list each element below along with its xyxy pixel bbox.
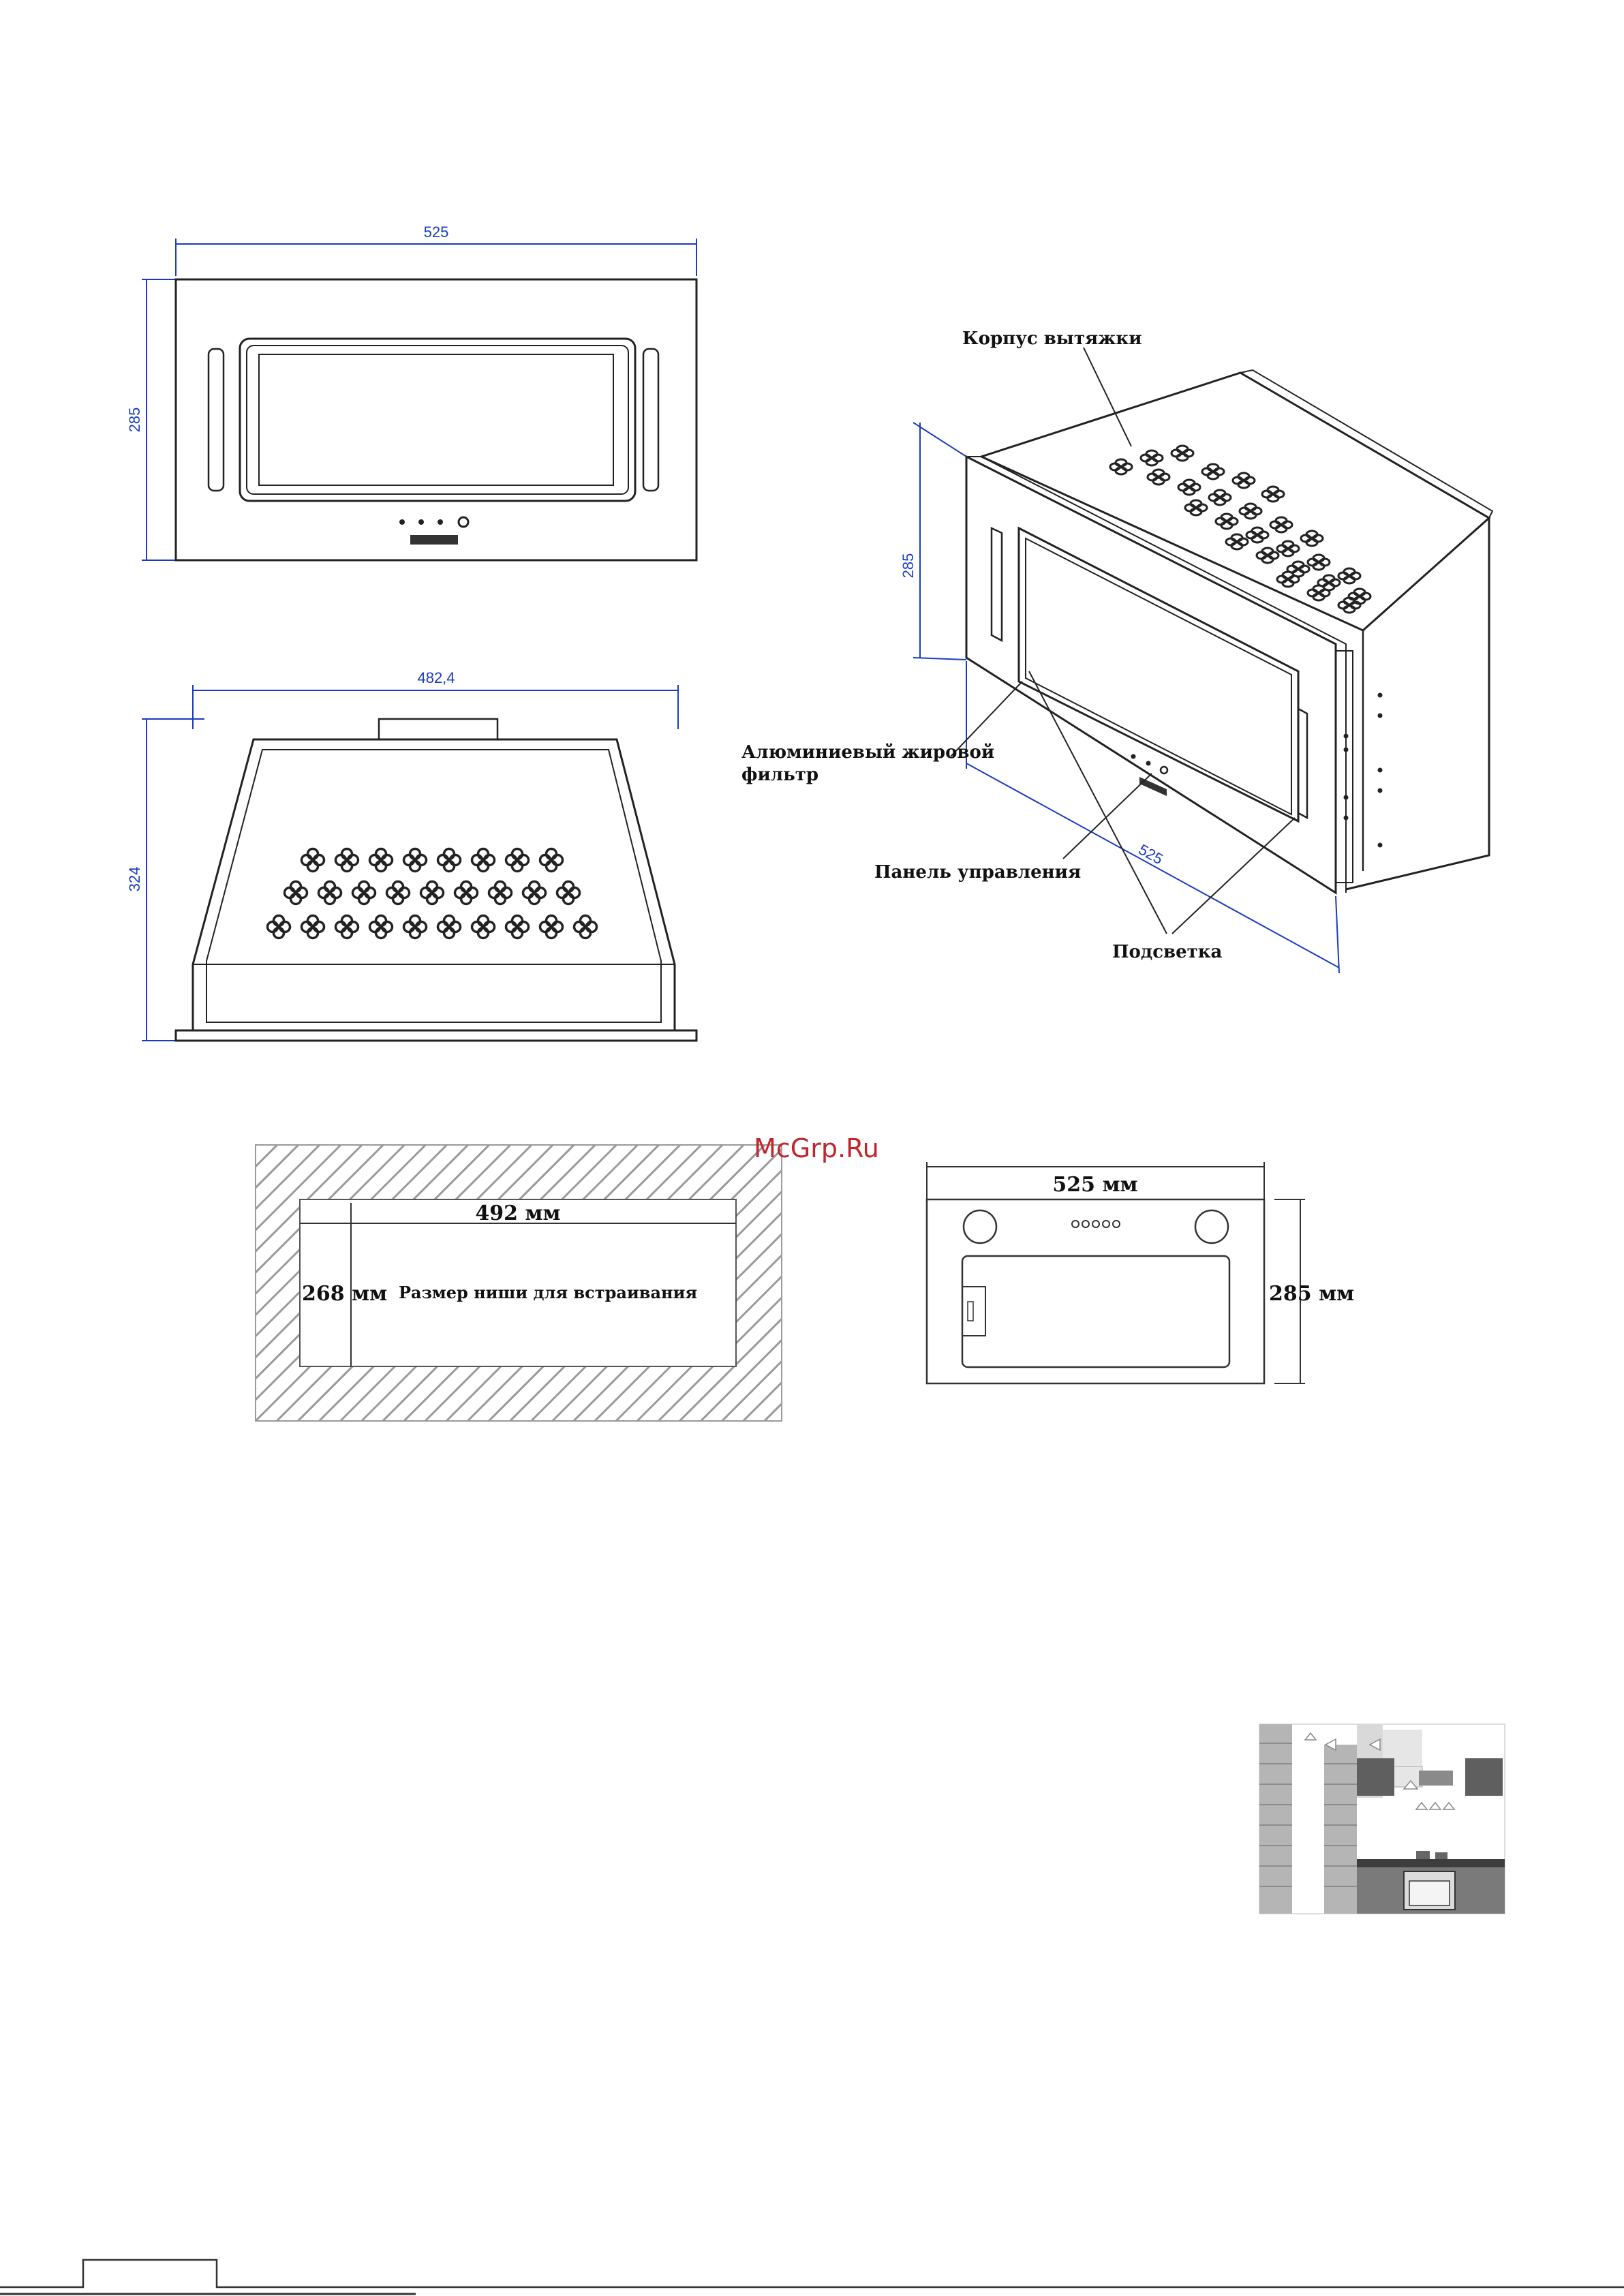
unit-outline-drawing: 525 мм 285 мм bbox=[927, 1162, 1354, 1383]
leader-light-right bbox=[1172, 818, 1295, 934]
niche-caption: Размер ниши для встраивания bbox=[399, 1283, 697, 1302]
iso-width-dim: 525 bbox=[1136, 841, 1166, 868]
front-filter bbox=[259, 354, 613, 485]
page-tab-line bbox=[0, 2260, 1624, 2287]
unit-filter-latch bbox=[962, 1287, 985, 1336]
iso-view: 285 525 Корпус вытяжки Алюминиевый жиров… bbox=[741, 328, 1492, 973]
front-control-panel bbox=[399, 517, 468, 545]
side-width-dim: 482,4 bbox=[417, 669, 455, 686]
side-body bbox=[193, 739, 675, 1030]
front-panel bbox=[176, 279, 696, 560]
iso-front-panel bbox=[966, 457, 1336, 893]
side-top-flange bbox=[379, 719, 497, 739]
upper-cabinet-left bbox=[1357, 1758, 1394, 1796]
leader-body bbox=[1084, 348, 1131, 446]
unit-width-dim: 525 мм bbox=[1052, 1173, 1137, 1197]
front-view: 525 285 bbox=[126, 224, 696, 560]
iso-body-side bbox=[1346, 518, 1489, 889]
iso-height-dim: 285 bbox=[900, 553, 917, 579]
side-vent-cutouts bbox=[268, 849, 597, 938]
label-filter-line1: Алюминиевый жировой bbox=[741, 742, 994, 763]
brick-wall-right bbox=[1324, 1745, 1357, 1914]
footer bbox=[0, 2260, 1624, 2294]
label-filter-line2: фильтр bbox=[741, 765, 818, 785]
label-control-panel: Панель управления bbox=[874, 862, 1081, 883]
front-width-dim: 525 bbox=[424, 224, 449, 241]
leader-panel bbox=[1063, 774, 1152, 859]
front-light-right bbox=[643, 349, 658, 491]
front-logo bbox=[410, 535, 458, 545]
watermark: McGrp.Ru bbox=[754, 1133, 879, 1163]
niche-drawing: 492 мм 268 мм Размер ниши для встраивани… bbox=[256, 1145, 782, 1421]
unit-buttons bbox=[1072, 1221, 1120, 1227]
unit-filter bbox=[962, 1256, 1229, 1367]
side-front-panel-edge bbox=[176, 1030, 696, 1041]
front-height-dim: 285 bbox=[126, 408, 143, 433]
upper-cabinet-right bbox=[1465, 1758, 1503, 1796]
niche-width-dim: 492 мм bbox=[475, 1201, 560, 1225]
hood-icon bbox=[1419, 1771, 1453, 1786]
ventilation-illustration bbox=[1259, 1724, 1505, 1914]
niche-height-dim: 268 мм bbox=[302, 1282, 387, 1306]
unit-lamp-left bbox=[964, 1210, 996, 1243]
unit-lamp-right bbox=[1195, 1210, 1228, 1243]
unit-height-dim: 285 мм bbox=[1269, 1282, 1354, 1306]
side-height-dim: 324 bbox=[126, 867, 143, 892]
brick-wall-left bbox=[1259, 1724, 1292, 1914]
label-light: Подсветка bbox=[1112, 942, 1223, 962]
label-body: Корпус вытяжки bbox=[962, 328, 1142, 349]
front-light-left bbox=[209, 349, 224, 491]
side-view: 482,4 324 bbox=[126, 669, 696, 1041]
front-filter-opening bbox=[240, 339, 635, 501]
